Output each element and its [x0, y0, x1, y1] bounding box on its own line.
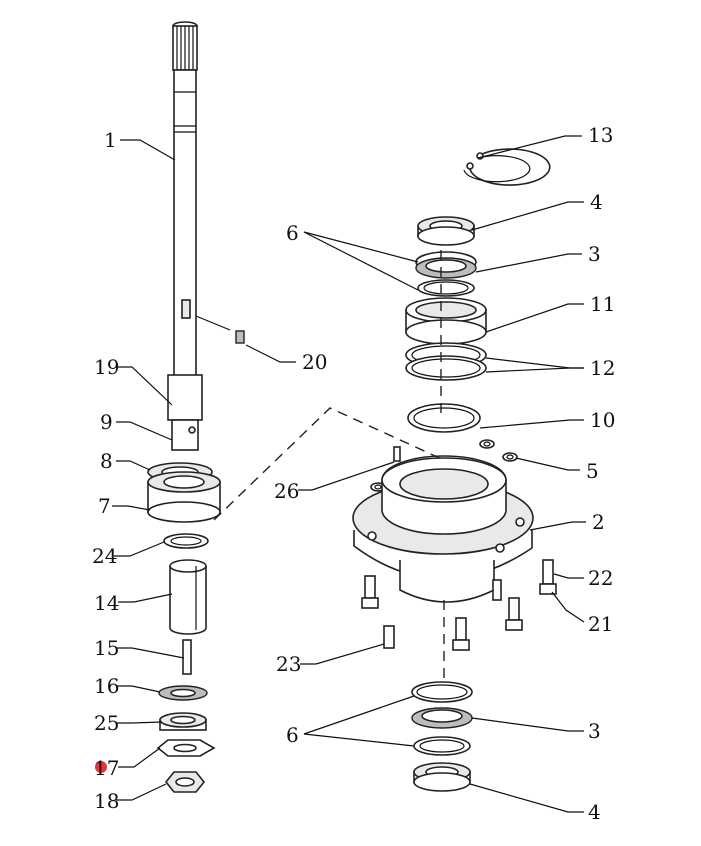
part-bearing-4-bottom — [413, 762, 471, 792]
callout-1: 1 — [104, 128, 117, 152]
callout-7: 7 — [98, 494, 111, 518]
part-washer-16 — [158, 685, 208, 701]
part-key-20 — [235, 330, 245, 344]
callout-13: 13 — [588, 123, 613, 147]
callout-10: 10 — [590, 408, 615, 432]
callout-25: 25 — [94, 711, 119, 735]
part-seal-11 — [405, 297, 487, 345]
part-bearing-4-top — [417, 216, 475, 246]
part-pin-26 — [393, 446, 401, 462]
part-nut-18 — [164, 771, 206, 793]
part-bearing-7 — [147, 471, 221, 523]
part-housing-2 — [352, 455, 534, 603]
callout-24: 24 — [92, 544, 117, 568]
callout-16: 16 — [94, 674, 119, 698]
callout-6-bottom: 6 — [286, 723, 299, 747]
callout-26: 26 — [274, 479, 299, 503]
highlight-marker — [95, 761, 107, 773]
part-oring-6-bottom — [411, 681, 473, 703]
part-circlip-24 — [163, 533, 209, 549]
callout-4-top: 4 — [590, 190, 603, 214]
part-bearing-25 — [159, 712, 207, 731]
callout-12: 12 — [590, 356, 615, 380]
callout-5: 5 — [586, 459, 599, 483]
part-bolts — [361, 559, 557, 651]
part-key-15 — [182, 639, 192, 675]
callout-labels: 1 13 4 6 3 11 12 20 19 10 9 8 5 26 7 2 2… — [92, 123, 615, 824]
callout-21: 21 — [588, 612, 613, 636]
part-sleeve-14 — [169, 559, 207, 635]
part-bearing-3-top — [415, 251, 477, 297]
assembly-centerlines — [213, 250, 445, 680]
part-circlip-13 — [463, 148, 551, 186]
callout-17: 17 — [94, 756, 119, 780]
callout-3-top: 3 — [588, 242, 601, 266]
leader-lines — [112, 135, 586, 813]
callout-3-bottom: 3 — [588, 719, 601, 743]
callout-4-bottom: 4 — [588, 800, 601, 824]
callout-9: 9 — [100, 410, 113, 434]
part-bearing-3-bottom — [411, 707, 473, 756]
callout-15: 15 — [94, 636, 119, 660]
callout-11: 11 — [590, 292, 615, 316]
callout-6-top: 6 — [286, 221, 299, 245]
callout-22: 22 — [588, 566, 613, 590]
callout-23: 23 — [276, 652, 301, 676]
callout-14: 14 — [94, 591, 119, 615]
callout-20: 20 — [302, 350, 327, 374]
callout-19: 19 — [94, 355, 119, 379]
part-shaft — [167, 21, 203, 451]
part-tab-washer-17 — [156, 739, 216, 757]
callout-8: 8 — [100, 449, 113, 473]
part-ring-10 — [407, 403, 481, 433]
callout-18: 18 — [94, 789, 119, 813]
callout-2: 2 — [592, 510, 605, 534]
part-rings-12 — [405, 342, 487, 381]
